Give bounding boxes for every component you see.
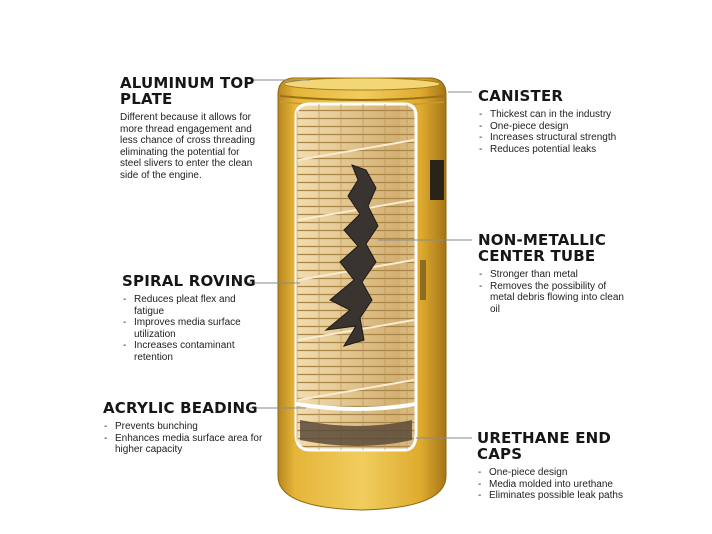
- bullet-item: Increases structural strength: [478, 132, 618, 144]
- callout-urethane-end-caps: URETHANE END CAPS One-piece design Media…: [477, 430, 627, 502]
- callout-bullets: Thickest can in the industry One-piece d…: [478, 109, 618, 155]
- callout-spiral-roving: SPIRAL ROVING Reduces pleat flex and fat…: [122, 273, 262, 363]
- bullet-item: Stronger than metal: [478, 269, 628, 281]
- bullet-item: Reduces potential leaks: [478, 144, 618, 156]
- callout-description: Different because it allows for more thr…: [120, 112, 256, 181]
- bullet-item: Media molded into urethane: [477, 479, 627, 491]
- callout-bullets: Reduces pleat flex and fatigue Improves …: [122, 294, 262, 363]
- callout-bullets: Prevents bunching Enhances media surface…: [103, 421, 263, 456]
- callout-acrylic-beading: ACRYLIC BEADING Prevents bunching Enhanc…: [103, 400, 263, 456]
- callout-bullets: Stronger than metal Removes the possibil…: [478, 269, 628, 315]
- bullet-item: Improves media surface utilization: [122, 317, 262, 340]
- bullet-item: Thickest can in the industry: [478, 109, 618, 121]
- callout-title: CANISTER: [478, 87, 564, 105]
- bullet-item: Increases contaminant retention: [122, 340, 262, 363]
- leader-lines: [248, 79, 472, 439]
- callout-center-tube: NON-METALLIC CENTER TUBE Stronger than m…: [478, 232, 628, 315]
- callout-bullets: One-piece design Media molded into ureth…: [477, 467, 627, 502]
- bullet-item: One-piece design: [477, 467, 627, 479]
- callout-title: ACRYLIC BEADING: [103, 399, 258, 417]
- bullet-item: Eliminates possible leak paths: [477, 490, 627, 502]
- center-tube-opening: [324, 164, 379, 347]
- cutaway-media: [294, 102, 418, 452]
- bullet-item: Prevents bunching: [103, 421, 263, 433]
- bullet-item: One-piece design: [478, 121, 618, 133]
- callout-title: ALUMINUM TOP PLATE: [120, 74, 255, 108]
- bullet-item: Enhances media surface area for higher c…: [103, 433, 263, 456]
- callout-title: URETHANE END CAPS: [477, 429, 612, 463]
- callout-aluminum-top-plate: ALUMINUM TOP PLATE Different because it …: [120, 75, 260, 181]
- bullet-item: Removes the possibility of metal debris …: [478, 281, 628, 316]
- bullet-item: Reduces pleat flex and fatigue: [122, 294, 262, 317]
- canister-brand-band: [420, 160, 444, 300]
- callout-canister: CANISTER Thickest can in the industry On…: [478, 88, 618, 155]
- callout-title: NON-METALLIC CENTER TUBE: [478, 231, 607, 265]
- callout-title: SPIRAL ROVING: [122, 272, 256, 290]
